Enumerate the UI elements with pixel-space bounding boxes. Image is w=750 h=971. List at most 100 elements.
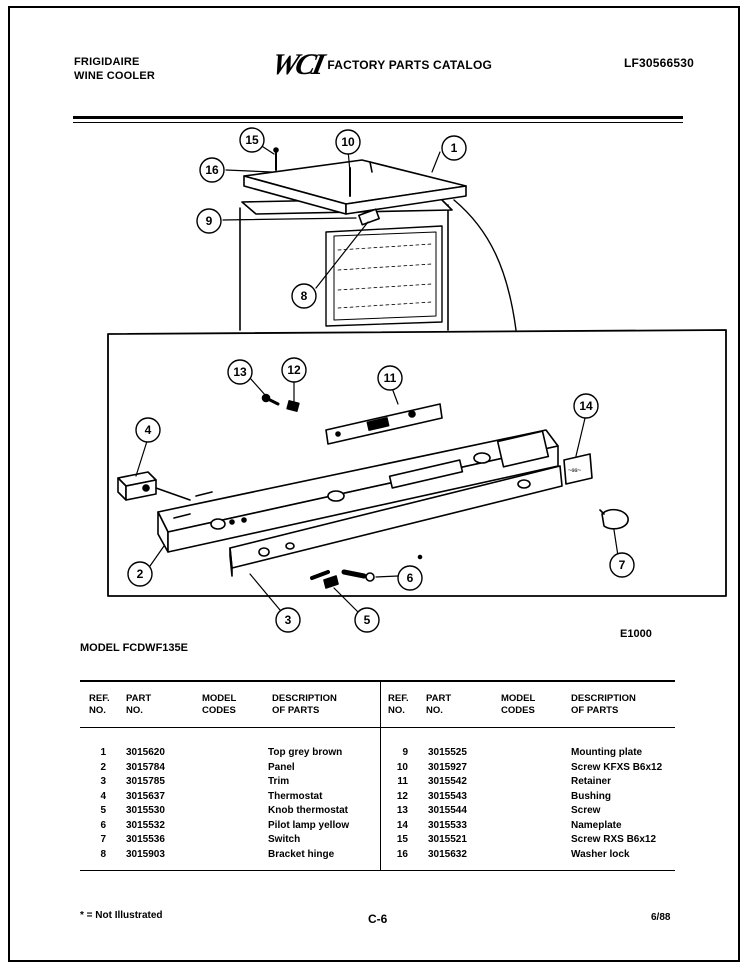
callout-2: 2 — [137, 567, 144, 581]
cell-part: 3015532 — [126, 819, 165, 831]
cell-desc: Switch — [268, 834, 301, 845]
cell-part: 3015903 — [126, 848, 165, 860]
callout-13: 13 — [233, 365, 247, 379]
product-name: WINE COOLER — [74, 70, 156, 82]
cell-ref: 2 — [100, 761, 106, 773]
callout-12: 12 — [287, 363, 301, 377]
table-row: 5 3015530 Knob thermostat — [0, 804, 750, 818]
page-number: C-6 — [368, 912, 388, 926]
callout-16: 16 — [205, 163, 219, 177]
detail-box — [107, 329, 727, 597]
cell-part: 3015632 — [428, 848, 467, 860]
table-row: 7 3015536 Switch — [0, 833, 750, 847]
cell-desc: Thermostat — [268, 790, 323, 802]
table-column-divider — [380, 680, 381, 870]
cell-desc: Trim — [268, 776, 290, 787]
footer-note: * = Not Illustrated — [80, 910, 163, 921]
cell-ref: 14 — [396, 819, 408, 831]
model-number: MODEL FCDWF135E — [80, 642, 188, 654]
cell-ref: 6 — [100, 819, 106, 831]
cell-part: 3015785 — [126, 776, 165, 787]
cell-part: 3015533 — [428, 819, 467, 831]
cell-part: 3015927 — [428, 761, 467, 773]
table-row: 13 3015544 Screw — [0, 804, 750, 818]
callout-8: 8 — [301, 289, 308, 303]
callout-15: 15 — [245, 133, 259, 147]
cell-ref: 8 — [100, 848, 106, 860]
col-ref-right: REF. NO. — [388, 693, 409, 716]
callout-3: 3 — [285, 613, 292, 627]
table-top-rule — [80, 680, 675, 682]
leader-lines — [135, 140, 619, 613]
col-ref-left: REF. NO. — [89, 693, 110, 716]
screw-bushing-drawing — [261, 393, 300, 412]
page-frame — [8, 6, 740, 962]
col-model-left: MODEL CODES — [202, 693, 237, 716]
table-row: 14 3015533 Nameplate — [0, 819, 750, 833]
cell-desc: Nameplate — [571, 819, 622, 831]
cell-ref: 13 — [396, 805, 408, 816]
drawing-code: E1000 — [620, 628, 652, 640]
cell-desc: Knob thermostat — [268, 805, 348, 816]
table-row: 3 3015785 Trim — [0, 775, 750, 789]
cell-desc: Screw RXS B6x12 — [571, 834, 657, 845]
callout-9: 9 — [206, 214, 213, 228]
cell-desc: Screw — [571, 805, 601, 816]
nameplate-text: ~ɞɞ~ — [568, 468, 582, 474]
cell-desc: Screw KFXS B6x12 — [571, 761, 663, 773]
callout-6: 6 — [407, 571, 414, 585]
header-rule — [73, 116, 683, 119]
callout-7: 7 — [619, 558, 626, 572]
catalog-title: FACTORY PARTS CATALOG — [327, 58, 493, 72]
control-panel-drawing — [157, 429, 559, 553]
cell-part: 3015543 — [428, 790, 467, 802]
col-desc-left: DESCRIPTION OF PARTS — [272, 693, 337, 716]
cell-ref: 3 — [100, 776, 106, 787]
knob-drawing — [310, 570, 339, 589]
cell-ref: 11 — [397, 776, 408, 787]
brand-name: FRIGIDAIRE — [74, 56, 140, 68]
cell-part: 3015536 — [126, 834, 165, 845]
table-row: 8 3015903 Bracket hinge — [0, 848, 750, 862]
col-model-right: MODEL CODES — [501, 693, 536, 716]
cell-desc: Top grey brown — [268, 747, 343, 758]
header-rule-thin — [73, 122, 683, 123]
cell-desc: Pilot lamp yellow — [268, 819, 350, 831]
table-header-rule — [80, 727, 675, 728]
cell-part: 3015542 — [428, 776, 467, 787]
callout-11: 11 — [384, 371, 397, 385]
switch-drawing — [599, 508, 629, 530]
cell-desc: Mounting plate — [571, 747, 643, 758]
cell-desc: Washer lock — [571, 848, 630, 860]
trim-drawing — [229, 465, 563, 577]
cell-ref: 10 — [396, 761, 408, 773]
cell-ref: 12 — [396, 790, 408, 802]
table-row: 10 3015927 Screw KFXS B6x12 — [0, 761, 750, 775]
nameplate-drawing — [563, 453, 593, 485]
cell-ref: 5 — [100, 805, 106, 816]
cell-part: 3015525 — [428, 747, 467, 758]
header-brand-block: FRIGIDAIRE WINE COOLER — [74, 55, 155, 83]
cell-part: 3015620 — [126, 747, 165, 758]
catalog-number: LF30566530 — [623, 56, 694, 70]
cell-ref: 7 — [100, 834, 106, 845]
callout-circles — [127, 127, 635, 633]
pilot-lamp-drawing — [341, 554, 423, 582]
cell-part: 3015784 — [126, 761, 165, 773]
cell-part: 3015530 — [126, 805, 165, 816]
callout-1: 1 — [451, 141, 458, 155]
header-title-block: WCI FACTORY PARTS CATALOG — [269, 48, 493, 82]
thermostat-drawing — [117, 471, 191, 501]
cell-part: 3015637 — [126, 790, 165, 802]
cell-desc: Bracket hinge — [268, 848, 335, 860]
footer-date: 6/88 — [651, 912, 671, 923]
cell-part: 3015544 — [428, 805, 467, 816]
table-bottom-rule — [80, 870, 675, 871]
